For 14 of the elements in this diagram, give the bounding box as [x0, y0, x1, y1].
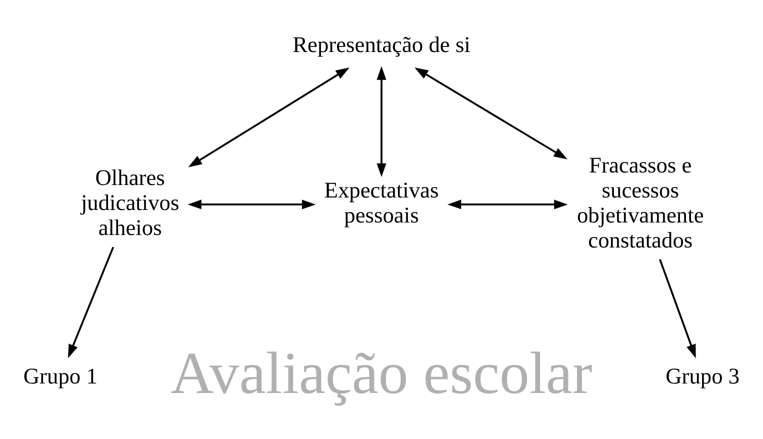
node-text: Grupo 3 [666, 363, 740, 388]
arrow [376, 66, 386, 177]
node-text: Fracassos e sucessos objetivamente constatados [576, 152, 704, 252]
node-text: Olhares judicativos alheios [80, 164, 180, 240]
node-text: Grupo 1 [23, 363, 98, 388]
arrow [447, 199, 568, 209]
arrow [659, 258, 696, 358]
label: Avaliação escolar [170, 339, 592, 406]
arrow [188, 66, 350, 167]
node-text: Expectativas pessoais [324, 176, 439, 227]
arrow [68, 246, 114, 358]
arrow [188, 199, 316, 209]
node-text: Representação de si [292, 31, 470, 56]
arrow [414, 66, 568, 159]
